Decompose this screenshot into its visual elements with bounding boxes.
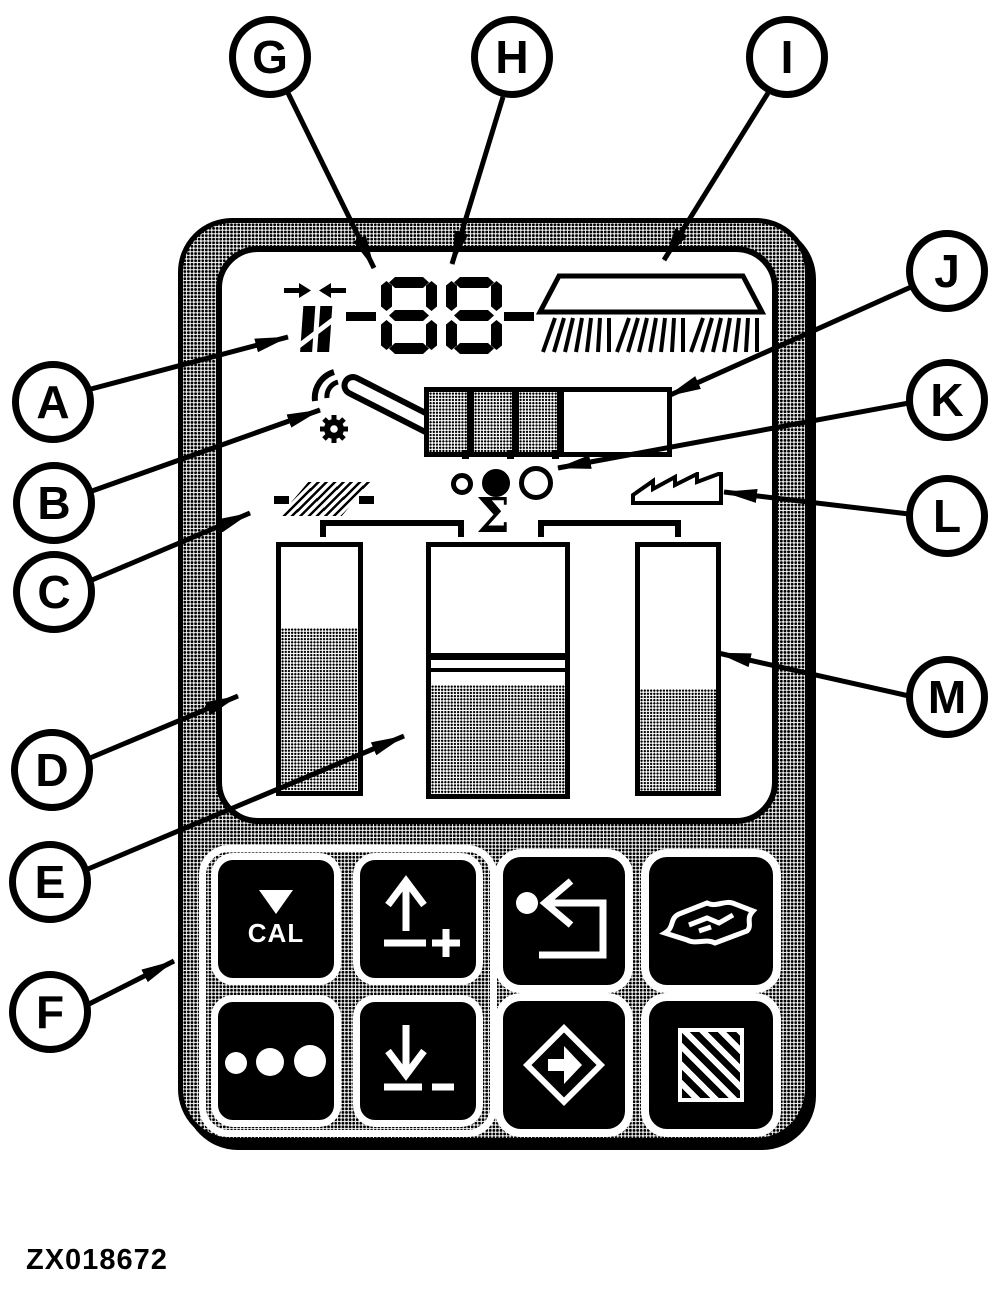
dots-button[interactable] xyxy=(211,995,341,1127)
status-dot-small xyxy=(451,473,473,495)
hatch-button[interactable] xyxy=(641,993,781,1137)
return-arrow-icon xyxy=(516,878,607,959)
callout-k: K xyxy=(906,359,988,441)
callout-d-letter: D xyxy=(35,744,69,796)
convergence-arrows-icon xyxy=(284,283,346,352)
gauge-cell xyxy=(519,392,557,452)
callout-m: M xyxy=(906,656,988,738)
enter-button[interactable] xyxy=(495,993,633,1137)
field-icon xyxy=(658,899,758,946)
left-level-bar-fill xyxy=(281,627,358,791)
seven-segment-digit-left xyxy=(381,277,437,354)
diamond-arrow-icon xyxy=(522,1023,606,1107)
sawtooth-icon xyxy=(631,472,723,505)
center-level-bar-fill xyxy=(431,685,565,794)
callout-l-letter: L xyxy=(932,490,962,542)
callout-e-letter: E xyxy=(34,856,66,908)
figure-code: ZX018672 xyxy=(26,1244,168,1276)
callout-f: F xyxy=(9,971,91,1053)
callout-i: I xyxy=(746,16,828,98)
sum-symbol: Σ xyxy=(476,488,510,544)
callout-e: E xyxy=(9,841,91,923)
callout-d: D xyxy=(11,729,93,811)
callout-i-letter: I xyxy=(780,31,794,83)
hatched-area-icon xyxy=(274,480,374,520)
center-bar-marker-thin xyxy=(431,668,565,672)
increase-button[interactable] xyxy=(353,853,483,985)
display-dash-left xyxy=(346,312,376,321)
arrow-down-icon xyxy=(384,1025,454,1091)
cal-label: CAL xyxy=(247,917,305,948)
callout-c: C xyxy=(13,551,95,633)
sum-bracket-right xyxy=(538,520,681,537)
field-button[interactable] xyxy=(641,849,781,993)
callout-f-letter: F xyxy=(35,986,65,1038)
center-bar-marker-thick xyxy=(431,653,565,660)
callout-j-letter: J xyxy=(934,245,960,297)
left-level-bar xyxy=(276,542,363,796)
callout-k-letter: K xyxy=(930,374,964,426)
sensor-pen-icon xyxy=(311,369,441,443)
sum-bracket-left xyxy=(320,520,464,537)
callout-m-letter: M xyxy=(927,671,967,723)
arrow-f xyxy=(87,958,176,1007)
boom-bristles-icon xyxy=(535,273,767,353)
callout-a: A xyxy=(12,361,94,443)
lcd-display: Σ xyxy=(216,246,778,824)
gauge-cell xyxy=(474,392,512,452)
callout-b: B xyxy=(13,462,95,544)
callout-a-letter: A xyxy=(36,376,70,428)
controller-panel: Σ CAL xyxy=(178,218,810,1143)
return-button[interactable] xyxy=(495,849,633,993)
callout-h-letter: H xyxy=(495,31,529,83)
cal-button[interactable]: CAL xyxy=(211,853,341,985)
right-level-bar-fill xyxy=(640,688,716,791)
callout-j: J xyxy=(906,230,988,312)
gauge-cell xyxy=(429,392,467,452)
arrow-up-icon xyxy=(384,875,460,957)
callout-g: G xyxy=(229,16,311,98)
triangle-down-icon xyxy=(259,889,293,914)
display-dash-right xyxy=(504,312,534,321)
three-dots-icon xyxy=(225,1045,326,1077)
right-level-bar xyxy=(635,542,721,796)
callout-b-letter: B xyxy=(37,477,71,529)
seven-segment-digit-right xyxy=(446,277,502,354)
callout-g-letter: G xyxy=(252,31,288,83)
callout-h: H xyxy=(471,16,553,98)
hatched-square-icon xyxy=(678,1028,744,1102)
center-level-bar xyxy=(426,542,570,799)
callout-c-letter: C xyxy=(37,566,71,618)
segment-gauge xyxy=(424,387,672,457)
status-dot-filled xyxy=(482,469,510,497)
decrease-button[interactable] xyxy=(353,995,483,1127)
callout-l: L xyxy=(906,475,988,557)
status-dot-large xyxy=(519,466,553,500)
